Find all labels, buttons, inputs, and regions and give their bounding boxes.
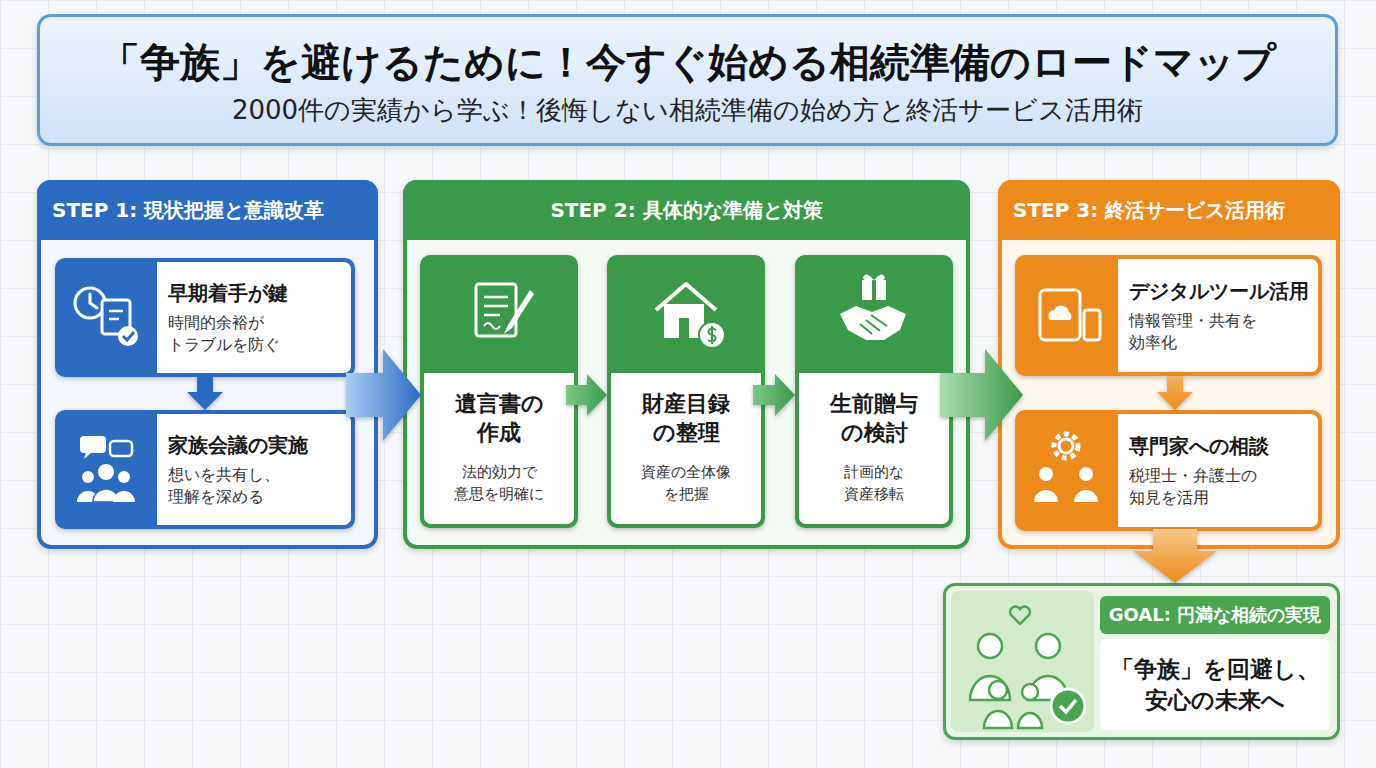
step-card: 生前贈与 の検討計画的な 資産移転 [795,255,953,528]
card-body: 税理士・弁護士の 知見を活用 [1129,465,1279,509]
tablet-cloud-icon [1040,290,1100,340]
step-card: デジタルツール活用情報管理・共有を 効率化 [1015,255,1322,376]
step-card: 財産目録 の整理資産の全体像 を把握 [607,255,765,528]
text-panel: 早期着手が鍵時間的余裕が トラブルを防ぐ [157,262,351,373]
gift-handshake-icon [840,274,906,340]
card-body: 想いを共有し、 理解を深める [168,464,318,508]
text-panel: 「争族」を回避し、 安心の未来へ [1100,639,1330,730]
group-header-band: STEP 3: 終活サービス活用術 [998,180,1340,240]
text-panel: 遺言書の 作成法的効力で 意思を明確に [424,373,574,524]
step-group: STEP 3: 終活サービス活用術デジタルツール活用情報管理・共有を 効率化専門… [998,180,1340,549]
flow-arrow [940,349,1023,441]
card-body: 情報管理・共有を 効率化 [1129,310,1279,354]
title-banner: 「争族」を避けるために！今すぐ始める相続準備のロードマップ 2000件の実績から学… [37,14,1338,146]
card-heading: デジタルツール活用 [1129,278,1318,304]
step-group: STEP 2: 具体的な準備と対策遺言書の 作成法的効力で 意思を明確に財産目録… [403,180,970,549]
meeting-icon [77,436,135,502]
flow-arrow [187,377,223,410]
card-body: 時間的余裕が トラブルを防ぐ [168,312,318,356]
card-heading: 家族会議の実施 [168,432,351,458]
card-heading: 遺言書の 作成 [443,389,555,447]
goal-message: 「争族」を回避し、 安心の未来へ [1108,654,1323,716]
card-heading: 財産目録 の整理 [630,389,742,447]
group-header-band: STEP 1: 現状把握と意識改革 [37,180,378,240]
house-money-icon [656,284,725,348]
group-title: STEP 1: 現状把握と意識改革 [52,180,378,240]
step-card: 遺言書の 作成法的効力で 意思を明確に [420,255,578,528]
group-title: STEP 3: 終活サービス活用術 [1013,180,1340,240]
group-title: STEP 2: 具体的な準備と対策 [403,180,970,240]
flow-arrow [753,374,795,416]
text-panel: デジタルツール活用情報管理・共有を 効率化 [1118,259,1318,372]
page-title: 「争族」を避けるために！今すぐ始める相続準備のロードマップ [37,40,1338,84]
flow-arrow [566,374,607,416]
subtitle: 2000件の実績から学ぶ！後悔しない相続準備の始め方と終活サービス活用術 [37,94,1338,126]
step-card: 専門家への相談税理士・弁護士の 知見を活用 [1015,410,1322,531]
goal-header-band: GOAL: 円満な相続の実現 [1100,596,1330,634]
card-body: 法的効力で 意思を明確に [443,461,555,505]
text-panel: 家族会議の実施想いを共有し、 理解を深める [157,414,351,525]
text-panel: 専門家への相談税理士・弁護士の 知見を活用 [1118,414,1318,527]
document-pen-icon [476,284,534,336]
flow-arrow [1133,529,1217,583]
card-body: 計画的な 資産移転 [818,461,930,505]
family-illustration [970,607,1085,728]
goal-box: GOAL: 円満な相続の実現「争族」を回避し、 安心の未来へ [943,583,1340,740]
text-panel: 生前贈与 の検討計画的な 資産移転 [799,373,949,524]
flow-arrow [1157,376,1193,410]
illustration-panel [951,591,1094,732]
card-heading: 早期着手が鍵 [168,280,351,306]
clock-clipboard-icon [75,288,138,346]
step-group: STEP 1: 現状把握と意識改革早期着手が鍵時間的余裕が トラブルを防ぐ家族会… [37,180,378,549]
card-body: 資産の全体像 を把握 [630,461,742,505]
text-panel: 財産目録 の整理資産の全体像 を把握 [611,373,761,524]
step-card: 早期着手が鍵時間的余裕が トラブルを防ぐ [55,258,355,377]
card-heading: 専門家への相談 [1129,433,1318,459]
goal-title: GOAL: 円満な相続の実現 [1100,596,1330,634]
card-heading: 生前贈与 の検討 [818,389,930,447]
expert-gear-icon [1034,434,1098,502]
flow-arrow [346,349,421,441]
group-header-band: STEP 2: 具体的な準備と対策 [403,180,970,240]
step-card: 家族会議の実施想いを共有し、 理解を深める [55,410,355,529]
